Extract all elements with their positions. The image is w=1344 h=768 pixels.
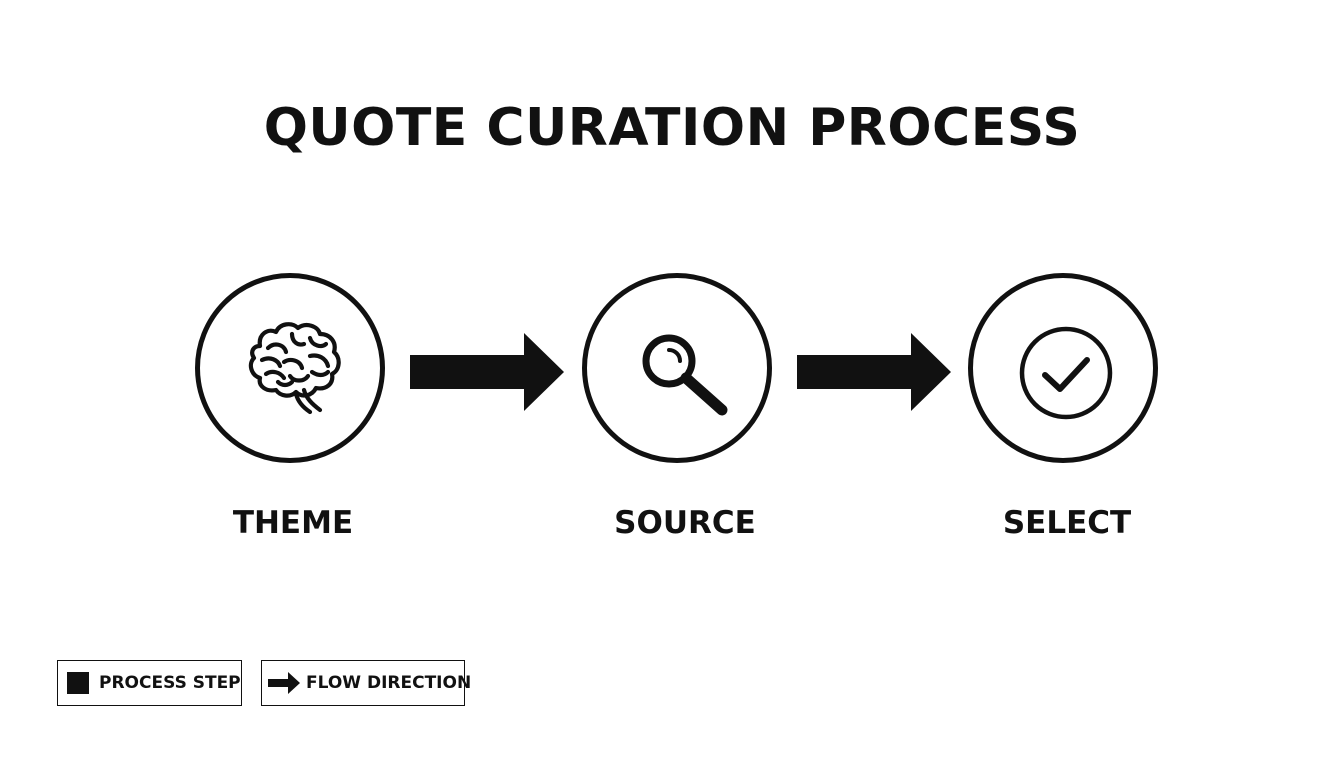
magnifier-icon [642,334,728,416]
brain-icon [248,322,341,415]
step-theme-node [195,273,385,463]
diagram-title: QUOTE CURATION PROCESS [263,98,1081,158]
right-arrow-icon [268,672,300,694]
legend-flow-direction: FLOW DIRECTION [261,660,471,706]
flow-arrow-theme-to-source [410,333,564,411]
flow-arrow-source-to-select [797,333,951,411]
black-square-icon [67,672,89,694]
step-source-label: SOURCE [614,505,756,541]
step-source-node [582,273,772,463]
legend-process-step-label: PROCESS STEP [99,673,241,693]
legend-process-step: PROCESS STEP [57,660,242,706]
legend-flow-direction-label: FLOW DIRECTION [306,673,472,693]
step-select-label: SELECT [1002,505,1132,541]
step-theme-label: THEME [232,505,354,541]
check-circle-icon [1019,326,1113,420]
step-select-node [968,273,1158,463]
